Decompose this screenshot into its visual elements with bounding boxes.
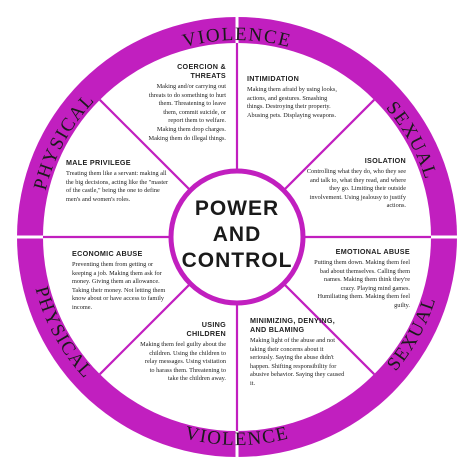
segment-body: Making them feel guilty about the childr… (140, 341, 226, 383)
segment-title: INTIMIDATION (247, 74, 300, 83)
segment-body: Controlling what they do, who they see a… (306, 168, 406, 210)
segment-title: MINIMIZING, DENYING, AND BLAMING (250, 316, 336, 334)
hub-circle (168, 168, 306, 306)
hub-and: AND (213, 223, 262, 246)
segment-isolation: ISOLATION Controlling what they do, who … (304, 156, 406, 211)
segment-title: USING CHILDREN (186, 320, 226, 338)
spokes (43, 43, 431, 431)
segment-title: ISOLATION (364, 156, 406, 165)
segment-title: ECONOMIC ABUSE (72, 249, 143, 258)
segment-title: MALE PRIVILEGE (66, 158, 131, 167)
spoke-line (99, 282, 192, 375)
segment-body: Making them afraid by using looks, actio… (247, 86, 337, 119)
segment-title: COERCION & THREATS (177, 62, 226, 80)
segment-body: Making light of the abuse and not taking… (250, 337, 345, 387)
segment-economic-abuse: ECONOMIC ABUSE Preventing them from gett… (72, 249, 174, 313)
hub-power: POWER (195, 197, 279, 220)
spoke-line (99, 99, 192, 192)
spoke-line (282, 282, 375, 375)
segment-coercion-threats: COERCION & THREATS Making and/or carryin… (148, 62, 226, 143)
segment-using-children: USING CHILDREN Making them feel guilty a… (140, 320, 226, 384)
segment-body: Preventing them from getting or keeping … (72, 261, 166, 311)
ring-dividers (17, 17, 457, 457)
segment-male-privilege: MALE PRIVILEGE Treating them like a serv… (66, 158, 172, 204)
segment-title: EMOTIONAL ABUSE (335, 247, 410, 256)
segment-body: Making and/or carrying out threats to do… (148, 83, 226, 142)
segment-body: Treating them like a servant: making all… (66, 170, 169, 203)
segment-emotional-abuse: EMOTIONAL ABUSE Putting them down. Makin… (309, 247, 410, 311)
segment-body: Putting them down. Making them feel bad … (314, 259, 410, 309)
segment-minimizing-denying-blaming: MINIMIZING, DENYING, AND BLAMING Making … (250, 316, 348, 389)
segment-intimidation: INTIMIDATION Making them afraid by using… (247, 74, 345, 120)
hub-control: CONTROL (182, 249, 293, 272)
spoke-line (282, 99, 375, 192)
